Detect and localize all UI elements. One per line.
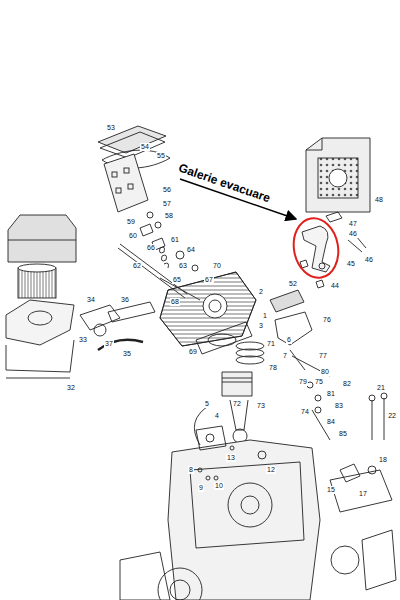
callout-number: 33 (78, 336, 88, 344)
callout-number: 67 (204, 276, 214, 284)
callout-number: 3 (258, 322, 264, 330)
callout-number: 77 (318, 352, 328, 360)
callout-number: 62 (132, 262, 142, 270)
callout-number: 61 (170, 236, 180, 244)
callout-number: 75 (314, 378, 324, 386)
callout-number: 2 (258, 288, 264, 296)
callout-number: 18 (378, 456, 388, 464)
callout-number: 8 (188, 466, 194, 474)
callout-number: 48 (374, 196, 384, 204)
callout-number: 17 (358, 490, 368, 498)
callout-number: 54 (140, 143, 150, 151)
callout-number: 63 (178, 262, 188, 270)
callout-number: 60 (128, 232, 138, 240)
callout-number: 83 (334, 402, 344, 410)
callout-number: 78 (268, 364, 278, 372)
callout-number: 82 (342, 380, 352, 388)
callout-number: 37 (104, 340, 114, 348)
callout-number: 57 (162, 200, 172, 208)
callout-number: 22 (387, 412, 397, 420)
callout-number: 35 (122, 350, 132, 358)
callout-number: 73 (256, 402, 266, 410)
callout-number: 44 (330, 282, 340, 290)
callout-number: 58 (164, 212, 174, 220)
callout-number: 80 (320, 368, 330, 376)
callout-number: 45 (346, 260, 356, 268)
callout-number: 34 (86, 296, 96, 304)
callout-number: 68 (170, 298, 180, 306)
callout-number: 79 (298, 378, 308, 386)
callout-number: 4 (214, 412, 220, 420)
callout-number: 13 (226, 454, 236, 462)
callout-number: 84 (326, 418, 336, 426)
callout-number: 55 (156, 152, 166, 160)
callout-number: 70 (212, 262, 222, 270)
callout-number: 6 (286, 336, 292, 344)
callout-number: 46 (348, 230, 358, 238)
callout-number: 12 (266, 466, 276, 474)
callout-number: 56 (162, 186, 172, 194)
callout-number: 53 (106, 124, 116, 132)
callout-number: 66 (146, 244, 156, 252)
callout-number: 69 (188, 348, 198, 356)
callout-number: 72 (232, 400, 242, 408)
callout-number: 7 (282, 352, 288, 360)
callout-number: 47 (348, 220, 358, 228)
callout-number: 10 (214, 482, 224, 490)
callout-number: 5 (204, 400, 210, 408)
callout-number: 52 (288, 280, 298, 288)
callout-number: 76 (322, 316, 332, 324)
callout-number: 9 (198, 484, 204, 492)
callout-number: 81 (326, 390, 336, 398)
callout-number: 21 (376, 384, 386, 392)
callout-number: 85 (338, 430, 348, 438)
callout-number: 59 (126, 218, 136, 226)
callout-number: 32 (66, 384, 76, 392)
callout-number: 1 (262, 312, 268, 320)
callout-number: 46 (364, 256, 374, 264)
callout-number: 74 (300, 408, 310, 416)
callout-number: 36 (120, 296, 130, 304)
callout-number: 65 (172, 276, 182, 284)
callout-number: 71 (266, 340, 276, 348)
callout-number: 15 (326, 486, 336, 494)
callout-number: 64 (186, 246, 196, 254)
